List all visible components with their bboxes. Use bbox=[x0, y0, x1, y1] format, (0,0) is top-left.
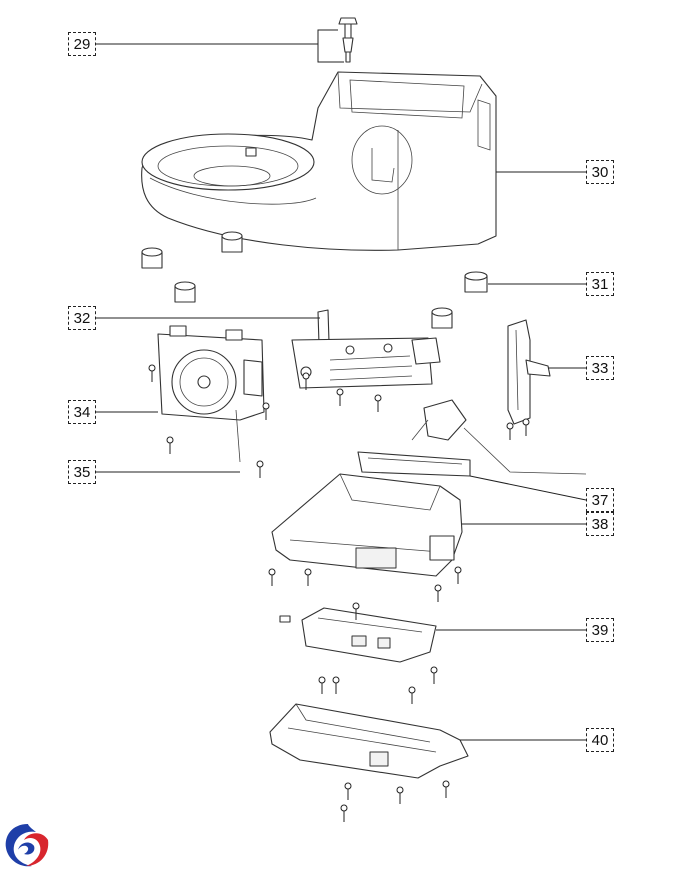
callout-32: 32 bbox=[68, 306, 96, 330]
part-37-handle-bar bbox=[357, 451, 471, 477]
foot-1 bbox=[141, 247, 163, 269]
part-33-side-bracket bbox=[507, 319, 551, 425]
callout-39: 39 bbox=[586, 618, 614, 642]
foot-5 bbox=[431, 307, 453, 329]
screws bbox=[148, 364, 530, 822]
part-40-base-plate bbox=[269, 703, 469, 779]
swirl-logo-icon bbox=[5, 824, 49, 867]
part-39-pcb bbox=[279, 607, 437, 663]
callout-35: 35 bbox=[68, 460, 96, 484]
part-30-main-housing bbox=[141, 71, 497, 251]
callout-34: 34 bbox=[68, 400, 96, 424]
callout-29: 29 bbox=[68, 32, 96, 56]
callout-33: 33 bbox=[586, 356, 614, 380]
feet-set bbox=[141, 231, 488, 329]
part-34-motor-assembly bbox=[157, 325, 265, 463]
callout-40: 40 bbox=[586, 728, 614, 752]
callout-31: 31 bbox=[586, 272, 614, 296]
callout-37: 37 bbox=[586, 488, 614, 512]
leader-lines bbox=[96, 29, 587, 741]
foot-3 bbox=[174, 281, 196, 303]
part-32-latch-bracket bbox=[291, 309, 441, 389]
part-29-cap-pin bbox=[338, 17, 358, 63]
foot-4 bbox=[464, 271, 488, 293]
callout-38: 38 bbox=[586, 512, 614, 536]
part-38-cover bbox=[271, 473, 463, 577]
callout-30: 30 bbox=[586, 160, 614, 184]
part-37-cable-connector bbox=[411, 399, 587, 475]
foot-2 bbox=[221, 231, 243, 253]
